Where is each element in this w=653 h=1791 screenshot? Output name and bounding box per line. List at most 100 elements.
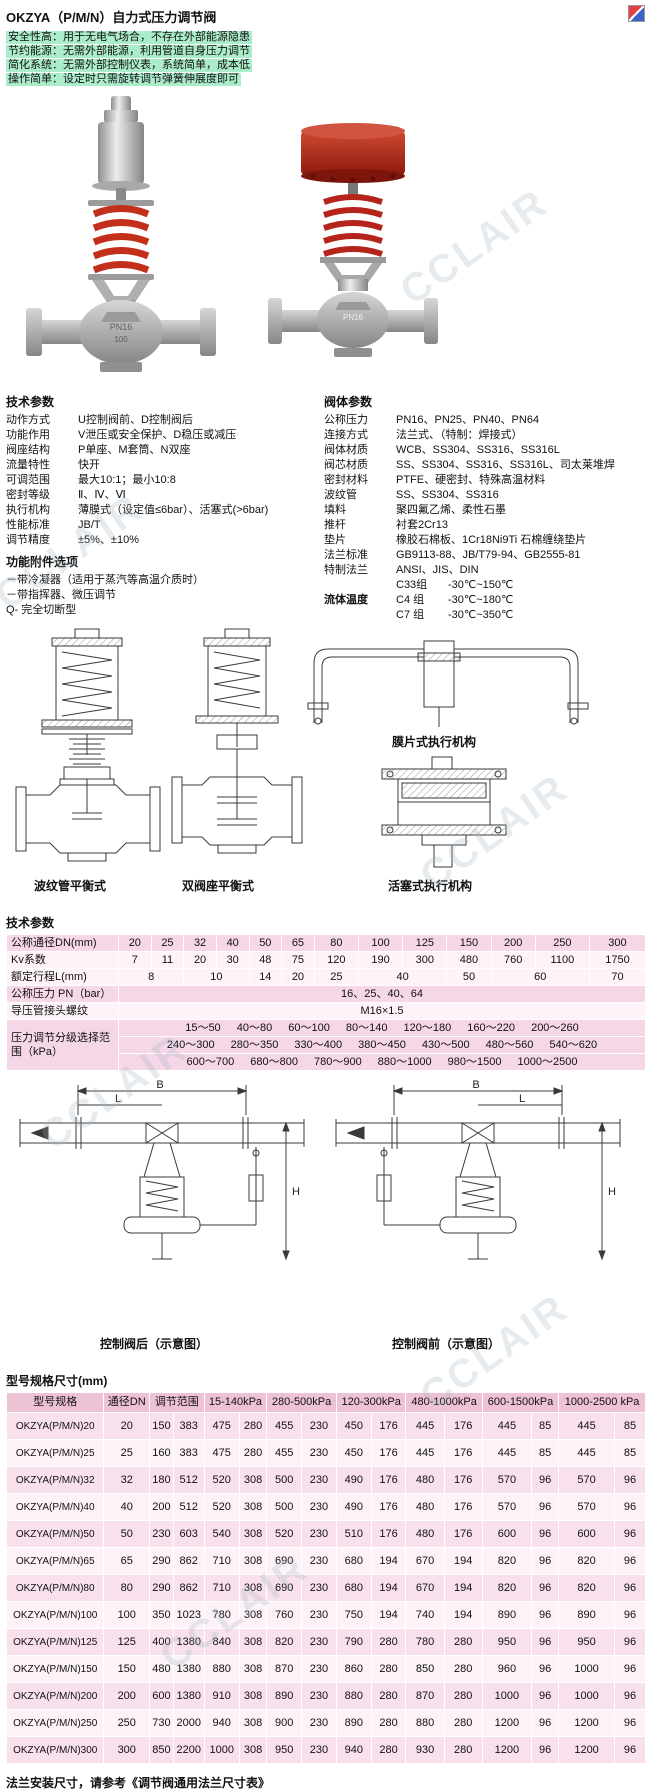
site-logo-icon <box>628 5 645 22</box>
model-cell: 200 <box>103 1682 151 1710</box>
size-cell: 70 <box>588 968 647 986</box>
model-cell: 176 <box>443 1493 483 1521</box>
model-cell: 570 <box>558 1493 615 1521</box>
model-cell: 96 <box>613 1682 647 1710</box>
size-row-label: 公称通径DN(mm) <box>6 934 119 952</box>
model-cell: 280 <box>370 1628 407 1656</box>
model-cell: 25 <box>103 1439 151 1467</box>
model-cell: OKZYA(P/M/N)20 <box>5 1412 105 1440</box>
model-cell: 40 <box>103 1493 151 1521</box>
param-value: 薄膜式（设定值≤6bar）、活塞式(>6bar) <box>78 504 269 516</box>
model-cell: 176 <box>443 1520 483 1548</box>
model-cell: 570 <box>558 1466 615 1494</box>
param-value: PTFE、硬密封、特殊高温材料 <box>396 474 546 486</box>
size-cell: 32 <box>183 934 217 952</box>
accessories-title: 功能附件选项 <box>6 555 79 569</box>
model-cell: 862 <box>172 1574 205 1602</box>
size-cell: 10 <box>183 968 250 986</box>
model-cell: 512 <box>172 1466 205 1494</box>
model-cell: 850 <box>149 1736 174 1764</box>
model-cell: 280 <box>443 1628 483 1656</box>
model-cell: 880 <box>335 1682 372 1710</box>
model-cell: 445 <box>481 1439 532 1467</box>
size-cell: 60 <box>490 968 590 986</box>
size-row-label: 公称压力 PN（bar） <box>6 985 119 1003</box>
model-cell: 80 <box>103 1574 151 1602</box>
param-label: 公称压力 <box>324 414 368 426</box>
feature-list: 安全性高：用于无电气场合，不存在外部能源隐患节约能源：无需外部能源，利用管道自身… <box>6 31 653 86</box>
model-cell: 1000 <box>203 1736 240 1764</box>
model-cell: 96 <box>530 1709 560 1737</box>
model-cell: 760 <box>266 1601 303 1629</box>
param-label: 可调范围 <box>6 474 50 486</box>
size-cell: 48 <box>248 951 283 969</box>
model-cell: 280 <box>370 1682 407 1710</box>
model-cell: 480 <box>405 1493 445 1521</box>
model-cell: 780 <box>203 1601 240 1629</box>
feature-item: 节约能源：无需外部能源，利用管道自身压力调节 <box>6 45 252 58</box>
param-label: 填料 <box>324 504 346 516</box>
model-cell: 750 <box>335 1601 372 1629</box>
model-cell: 820 <box>558 1547 615 1575</box>
model-cell: 230 <box>301 1493 337 1521</box>
model-cell: 308 <box>238 1493 268 1521</box>
model-cell: 50 <box>103 1520 151 1548</box>
model-cell: 455 <box>266 1439 303 1467</box>
param-value: 橡胶石棉板、1Cr18Ni9Ti 石棉缠绕垫片 <box>396 534 587 546</box>
model-cell: 230 <box>301 1601 337 1629</box>
model-cell: 96 <box>530 1655 560 1683</box>
technical-drawings: 波纹管平衡式 双阀座平衡式 膜片式执行机构 活塞式执行机构 <box>0 627 653 909</box>
model-cell: 200 <box>149 1493 174 1521</box>
body-marking-pn: PN16 <box>110 322 133 332</box>
model-cell: 490 <box>335 1493 372 1521</box>
model-cell: 176 <box>370 1439 407 1467</box>
size-cell: 1750 <box>588 951 647 969</box>
param-label: 功能作用 <box>6 429 50 441</box>
model-cell: 1200 <box>481 1736 532 1764</box>
model-cell: 32 <box>103 1466 151 1494</box>
model-cell: 890 <box>335 1709 372 1737</box>
model-cell: 176 <box>370 1466 407 1494</box>
size-cell: 300 <box>588 934 647 952</box>
model-cell: 96 <box>530 1520 560 1548</box>
tech-params-title: 技术参数 <box>6 395 55 409</box>
model-cell: 176 <box>443 1412 483 1440</box>
body-marking-pn: PN16 <box>343 313 364 322</box>
model-cell: 490 <box>335 1466 372 1494</box>
model-cell: 280 <box>370 1655 407 1683</box>
fluid-temp-range: -30℃~350℃ <box>448 609 514 621</box>
model-cell: 96 <box>613 1601 647 1629</box>
size-cell: 30 <box>215 951 250 969</box>
model-cell: 280 <box>238 1439 268 1467</box>
size-cell: 100 <box>357 934 404 952</box>
model-cell: 176 <box>443 1439 483 1467</box>
model-cell: 308 <box>238 1466 268 1494</box>
model-cell: 480 <box>405 1466 445 1494</box>
size-cell: 120 <box>313 951 359 969</box>
model-cell: 176 <box>443 1466 483 1494</box>
model-cell: 740 <box>405 1601 445 1629</box>
model-cell: 1000 <box>481 1682 532 1710</box>
schematic-label-after: 控制阀后（示意图） <box>100 1337 209 1351</box>
model-cell: 230 <box>301 1655 337 1683</box>
model-cell: OKZYA(P/M/N)125 <box>5 1628 105 1656</box>
param-label: 连接方式 <box>324 429 368 441</box>
model-cell: 820 <box>481 1547 532 1575</box>
size-table-row: 600～700 680～800 780～900 880～1000 980～150… <box>7 1053 646 1071</box>
model-cell: 96 <box>530 1547 560 1575</box>
size-table-row: 公称压力 PN（bar）16、25、40、64 <box>6 985 646 1003</box>
model-cell: 194 <box>370 1574 407 1602</box>
model-cell: 85 <box>530 1412 560 1440</box>
model-cell: 900 <box>266 1709 303 1737</box>
model-cell: 520 <box>203 1493 240 1521</box>
model-cell: 308 <box>238 1520 268 1548</box>
param-label: 性能标准 <box>6 519 50 531</box>
